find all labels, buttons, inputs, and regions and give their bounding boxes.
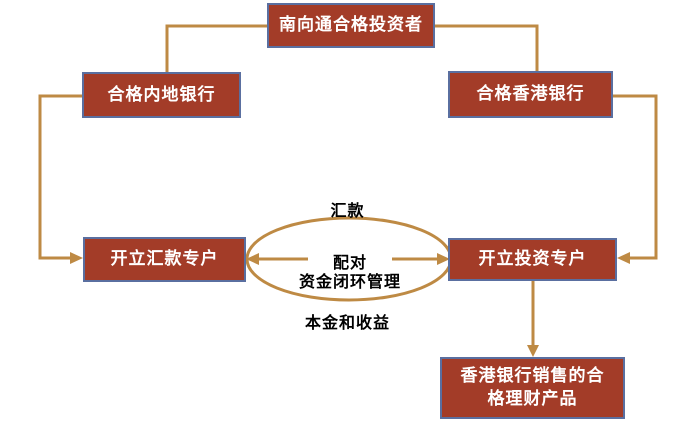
arrowhead-into-remittance-account (70, 252, 83, 264)
wm-products-line-2: 格理财产品 (487, 389, 578, 409)
node-remittance-account: 开立汇款专户 (83, 237, 246, 282)
connector-investor-hk-bank (435, 24, 539, 71)
node-qualified-mainland-bank-label: 合格内地银行 (107, 84, 216, 105)
arrowhead-into-investment-account (617, 252, 630, 264)
node-investment-account: 开立投资专户 (448, 238, 617, 281)
connector-investor-mainland-bank (165, 24, 267, 72)
label-closed-loop-management: 资金闭环管理 (298, 272, 401, 291)
arrowhead-into-wm-products (527, 345, 539, 357)
node-southbound-qualified-investor: 南向通合格投资者 (267, 3, 435, 48)
node-remittance-account-label: 开立汇款专户 (110, 249, 219, 270)
wm-products-line-1: 香港银行销售的合 (460, 366, 605, 387)
node-hk-wealth-management-products: 香港银行销售的合 格理财产品 (440, 357, 625, 419)
label-principal-and-income: 本金和收益 (304, 313, 390, 332)
node-qualified-hk-bank-label: 合格香港银行 (476, 84, 585, 105)
node-qualified-hk-bank: 合格香港银行 (448, 71, 613, 118)
label-remittance-flow: 汇款 (330, 201, 365, 220)
node-southbound-qualified-investor-label: 南向通合格投资者 (279, 15, 423, 36)
node-hk-wealth-management-products-label: 香港银行销售的合 格理财产品 (461, 365, 605, 411)
label-pairing: 配对 (332, 253, 367, 272)
node-qualified-mainland-bank: 合格内地银行 (82, 72, 241, 118)
arrowhead-pairing-right (437, 253, 450, 265)
connector-mainland-bank-remittance-account (38, 94, 82, 260)
arrowhead-pairing-left (246, 253, 259, 265)
connector-hk-bank-investment-account (613, 94, 658, 260)
node-investment-account-label: 开立投资专户 (478, 249, 587, 270)
